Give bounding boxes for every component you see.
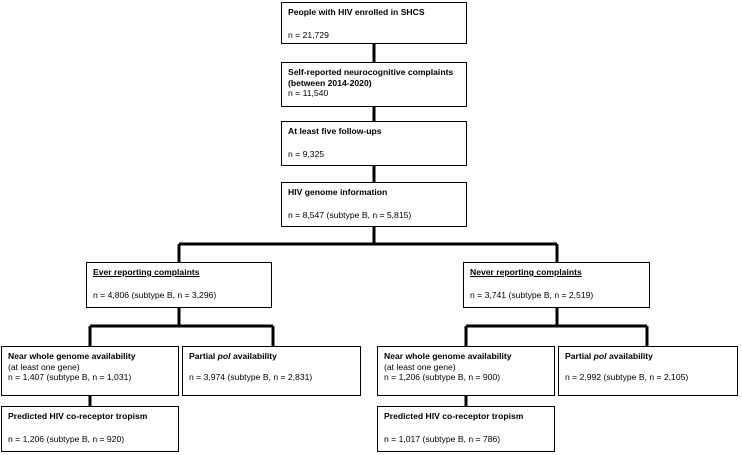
box-never-nwg-count: n = 1,206 (subtype B, n = 900) bbox=[384, 372, 501, 383]
box-ever-pol: Partial pol availability n = 3,974 (subt… bbox=[182, 346, 361, 396]
box-genome-title: HIV genome information bbox=[288, 187, 388, 197]
box-ever-nwg: Near whole genome availability (at least… bbox=[1, 346, 179, 396]
box-ever-nwg-subtitle: (at least one gene) bbox=[8, 361, 80, 372]
box-never-nwg-title: Near whole genome availability bbox=[384, 351, 512, 361]
box-genome-count: n = 8,547 (subtype B, n = 5,815) bbox=[288, 209, 412, 220]
box-ever-pol-title: Partial pol availability bbox=[189, 351, 277, 361]
box-ever-tropism-title: Predicted HIV co-receptor tropism bbox=[8, 411, 148, 421]
box-self-reported-title: Self-reported neurocognitive complaints … bbox=[288, 67, 454, 88]
box-never: Never reporting complaints n = 3,741 (su… bbox=[463, 262, 650, 308]
box-never-tropism-title: Predicted HIV co-receptor tropism bbox=[384, 411, 524, 421]
box-never-title: Never reporting complaints bbox=[470, 267, 582, 277]
box-self-reported: Self-reported neurocognitive complaints … bbox=[281, 62, 467, 107]
box-ever-title: Ever reporting complaints bbox=[93, 267, 200, 277]
box-never-count: n = 3,741 (subtype B, n = 2,519) bbox=[470, 289, 594, 300]
box-enrolled: People with HIV enrolled in SHCS n = 21,… bbox=[281, 2, 467, 44]
box-ever-count: n = 4,806 (subtype B, n = 3,296) bbox=[93, 289, 217, 300]
box-never-tropism: Predicted HIV co-receptor tropism n = 1,… bbox=[377, 406, 555, 452]
box-ever: Ever reporting complaints n = 4,806 (sub… bbox=[86, 262, 272, 308]
box-enrolled-title: People with HIV enrolled in SHCS bbox=[288, 7, 425, 17]
box-followups-count: n = 9,325 bbox=[288, 148, 325, 159]
box-never-pol-count: n = 2,992 (subtype B, n = 2,105) bbox=[565, 371, 689, 382]
box-self-reported-count: n = 11,540 bbox=[288, 88, 329, 99]
box-ever-nwg-count: n = 1,407 (subtype B, n = 1,031) bbox=[8, 372, 132, 383]
box-ever-pol-count: n = 3,974 (subtype B, n = 2,831) bbox=[189, 371, 313, 382]
box-enrolled-count: n = 21,729 bbox=[288, 29, 329, 40]
box-never-nwg-subtitle: (at least one gene) bbox=[384, 361, 456, 372]
box-ever-tropism-count: n = 1,206 (subtype B, n = 920) bbox=[8, 433, 125, 444]
box-never-pol: Partial pol availability n = 2,992 (subt… bbox=[558, 346, 738, 396]
box-never-nwg: Near whole genome availability (at least… bbox=[377, 346, 555, 396]
box-never-tropism-count: n = 1,017 (subtype B, n = 786) bbox=[384, 433, 501, 444]
box-ever-tropism: Predicted HIV co-receptor tropism n = 1,… bbox=[1, 406, 179, 452]
box-never-pol-title: Partial pol availability bbox=[565, 351, 653, 361]
box-ever-nwg-title: Near whole genome availability bbox=[8, 351, 136, 361]
box-followups: At least five follow-ups n = 9,325 bbox=[281, 121, 467, 166]
box-genome: HIV genome information n = 8,547 (subtyp… bbox=[281, 182, 467, 227]
box-followups-title: At least five follow-ups bbox=[288, 126, 382, 136]
